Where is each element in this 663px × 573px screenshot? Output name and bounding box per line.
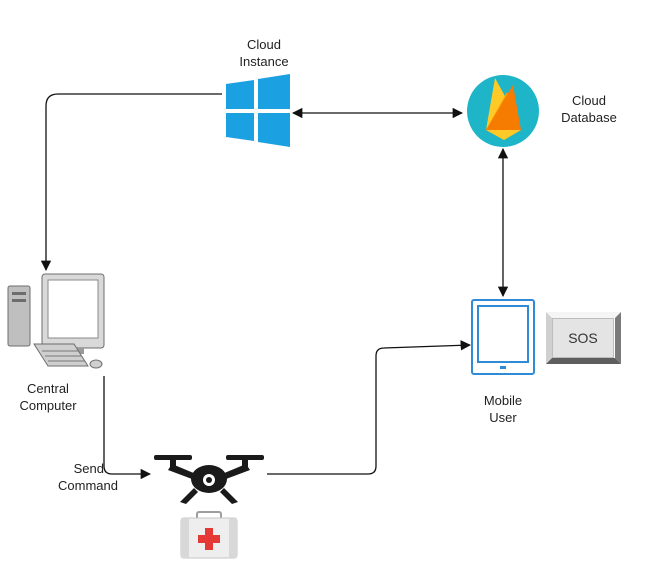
cloud-database-label-line: Database xyxy=(561,110,617,125)
central-computer-label-line: Central xyxy=(27,381,69,396)
cloud-instance-label-line: Cloud xyxy=(247,37,281,52)
sos-button-bevel xyxy=(546,312,621,364)
sos-button-label: SOS xyxy=(552,318,614,358)
cloud-database-label: Cloud Database xyxy=(553,92,625,126)
mobile-user-label-line: Mobile xyxy=(483,393,523,408)
send-command-label: Send Command xyxy=(42,460,118,494)
edge-central-computer-to-drone xyxy=(103,376,152,480)
desktop-computer-icon xyxy=(7,273,105,369)
send-command-label-line: Send xyxy=(73,461,104,476)
send-command-label-line: Command xyxy=(58,478,118,493)
central-computer-label-line: Computer xyxy=(19,398,77,413)
cloud-instance-label-line: Instance xyxy=(239,54,289,69)
sos-button[interactable]: SOS xyxy=(546,312,621,364)
central-computer-label: Central Computer xyxy=(12,380,84,414)
mobile-user-label: Mobile User xyxy=(472,392,534,426)
first-aid-kit-icon xyxy=(180,511,238,559)
firebase-flame-icon xyxy=(467,75,539,147)
drone-icon xyxy=(154,455,264,504)
cloud-database-label-line: Cloud xyxy=(572,93,606,108)
edge-drone-to-mobile-user xyxy=(267,340,472,475)
windows-logo-icon xyxy=(226,74,290,147)
tablet-icon xyxy=(471,299,535,375)
edge-cloud-instance-to-central-computer xyxy=(40,93,222,272)
mobile-user-label-line: User xyxy=(489,410,517,425)
cloud-instance-label: Cloud Instance xyxy=(233,36,295,70)
